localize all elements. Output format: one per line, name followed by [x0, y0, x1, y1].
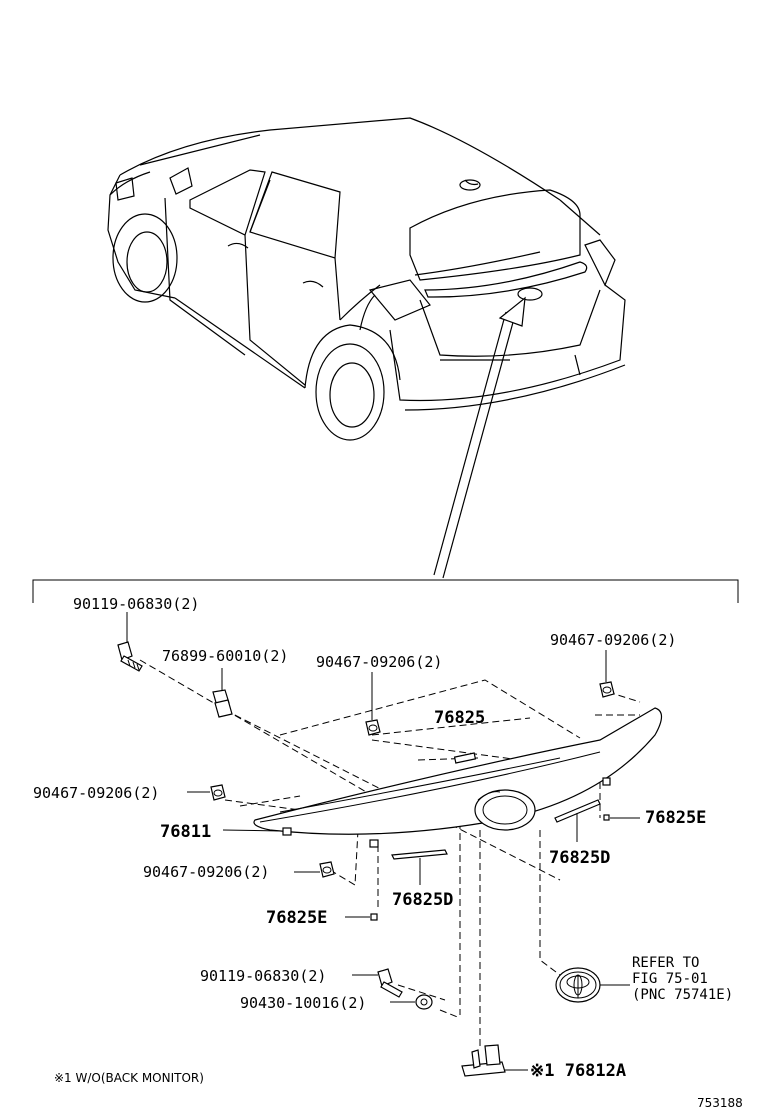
label-76812A: ※1 76812A	[530, 1061, 626, 1081]
group-bracket	[32, 579, 739, 603]
strip-76825D-right	[554, 799, 601, 823]
figure-id: 753188	[697, 1096, 743, 1110]
nut-mid-icon	[365, 719, 381, 736]
label-76811: 76811	[160, 822, 211, 842]
washer-icon	[415, 994, 433, 1010]
pad-76825	[453, 752, 477, 764]
clip-icon	[212, 689, 233, 718]
toyota-emblem-icon	[555, 967, 601, 1003]
bolt-top-icon	[117, 641, 143, 672]
label-leaders	[126, 612, 607, 1003]
footnote: ※1 W/O(BACK MONITOR)	[54, 1071, 204, 1085]
panel-tab-mid	[369, 839, 379, 848]
label-bolt-top: 90119-06830(2)	[73, 595, 199, 613]
bolt-lower-icon	[377, 968, 403, 998]
label-76825: 76825	[434, 708, 485, 728]
label-76825D-right: 76825D	[549, 848, 610, 868]
label-refer-3: (PNC 75741E)	[632, 987, 733, 1003]
label-76825D-lower: 76825D	[392, 890, 453, 910]
label-washer: 90430-10016(2)	[240, 994, 366, 1012]
panel-tab-left	[282, 827, 292, 836]
back-door-garnish-76811	[253, 707, 663, 835]
seal-76825E-right	[603, 814, 610, 821]
car-outline-icon	[107, 117, 626, 441]
label-76825E-right: 76825E	[645, 808, 706, 828]
label-76825E-lower: 76825E	[266, 908, 327, 928]
label-bolt-lower: 90119-06830(2)	[200, 967, 326, 985]
pointer-arrow	[433, 296, 526, 579]
nut-lower-icon	[319, 861, 335, 878]
nut-top-right-icon	[599, 681, 615, 698]
label-refer-1: REFER TO	[632, 955, 699, 971]
nut-left-icon	[210, 784, 226, 801]
seal-76825E-lower	[370, 913, 378, 921]
label-nut-lower: 90467-09206(2)	[143, 863, 269, 881]
label-nut-mid: 90467-09206(2)	[316, 653, 442, 671]
leader-lines	[139, 659, 641, 1050]
label-clip: 76899-60010(2)	[162, 647, 288, 665]
camera-bracket-icon	[461, 1044, 506, 1077]
label-nut-top-right: 90467-09206(2)	[550, 631, 676, 649]
label-refer-2: FIG 75-01	[632, 971, 708, 987]
strip-76825D-lower	[391, 849, 448, 860]
label-nut-left: 90467-09206(2)	[33, 784, 159, 802]
panel-tab-right	[602, 777, 611, 786]
